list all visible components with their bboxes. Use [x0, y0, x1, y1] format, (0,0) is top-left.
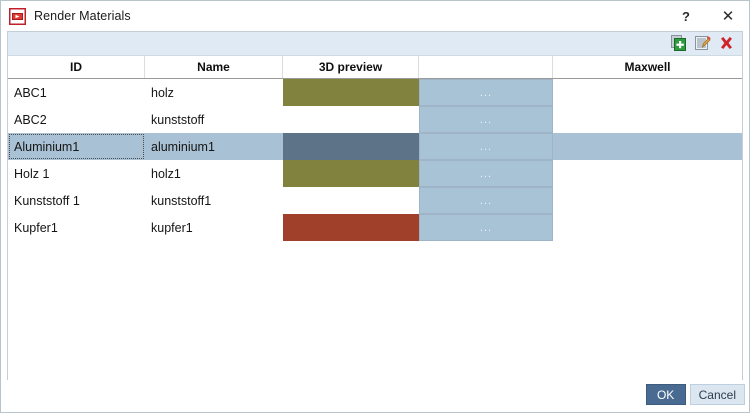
cell-3d-preview	[283, 187, 419, 214]
material-swatch	[283, 160, 419, 187]
cell-action: ...	[419, 106, 553, 133]
material-swatch	[283, 133, 419, 160]
cell-maxwell	[553, 160, 742, 187]
cell-action: ...	[419, 160, 553, 187]
cell-id: Aluminium1	[8, 133, 145, 160]
cell-3d-preview	[283, 106, 419, 133]
delete-material-button[interactable]	[716, 34, 736, 54]
delete-icon	[720, 37, 732, 49]
browse-button[interactable]: ...	[419, 106, 553, 133]
render-materials-icon	[9, 7, 26, 25]
dialog-footer: OK Cancel	[1, 380, 749, 412]
cell-action: ...	[419, 133, 553, 160]
browse-button[interactable]: ...	[419, 133, 553, 160]
cell-3d-preview	[283, 79, 419, 106]
table-row[interactable]: ABC1 holz ...	[8, 79, 742, 106]
cell-name: holz	[151, 85, 174, 100]
close-button[interactable]: ✕	[707, 2, 749, 31]
cell-maxwell	[553, 133, 742, 160]
browse-button[interactable]: ...	[419, 160, 553, 187]
browse-button[interactable]: ...	[419, 79, 553, 106]
material-swatch	[283, 79, 419, 106]
edit-icon	[694, 36, 711, 50]
column-header-id[interactable]: ID	[8, 56, 145, 78]
material-swatch	[283, 187, 419, 214]
cell-3d-preview	[283, 133, 419, 160]
cell-maxwell	[553, 187, 742, 214]
material-swatch	[283, 106, 419, 133]
cell-action: ...	[419, 187, 553, 214]
add-icon	[670, 35, 686, 51]
cell-3d-preview	[283, 214, 419, 241]
cancel-button[interactable]: Cancel	[689, 384, 745, 405]
cell-id: Kupfer1	[14, 220, 58, 235]
edit-material-button[interactable]	[692, 34, 712, 54]
cell-id: ABC2	[14, 112, 47, 127]
cell-3d-preview	[283, 160, 419, 187]
cell-maxwell	[553, 214, 742, 241]
column-header-name[interactable]: Name	[145, 56, 283, 78]
browse-button[interactable]: ...	[419, 214, 553, 241]
cell-id: ABC1	[14, 85, 47, 100]
title-bar: Render Materials ? ✕	[1, 1, 749, 31]
grid-toolbar	[8, 32, 742, 56]
cell-id: Holz 1	[14, 166, 50, 181]
cell-name: kunststoff1	[151, 193, 212, 208]
table-row[interactable]: ABC2 kunststoff ...	[8, 106, 742, 133]
table-row[interactable]: Kupfer1 kupfer1 ...	[8, 214, 742, 241]
cell-maxwell	[553, 79, 742, 106]
grid-body: ABC1 holz ... ABC2 kunststoff ...	[8, 79, 742, 380]
add-material-button[interactable]	[668, 34, 688, 54]
help-button[interactable]: ?	[665, 2, 707, 31]
ok-button[interactable]: OK	[645, 384, 686, 405]
dialog-title: Render Materials	[34, 9, 131, 23]
cell-action: ...	[419, 79, 553, 106]
cell-action: ...	[419, 214, 553, 241]
cell-id: Kunststoff 1	[14, 193, 80, 208]
cell-name: kupfer1	[151, 220, 193, 235]
column-header-3d-preview[interactable]: 3D preview	[283, 56, 419, 78]
grid-header-row: ID Name 3D preview Maxwell	[8, 56, 742, 79]
cell-name: kunststoff	[151, 112, 205, 127]
table-row[interactable]: Kunststoff 1 kunststoff1 ...	[8, 187, 742, 214]
cell-maxwell	[553, 106, 742, 133]
column-header-action[interactable]	[419, 56, 553, 78]
table-row[interactable]: Aluminium1 aluminium1 ...	[8, 133, 742, 160]
browse-button[interactable]: ...	[419, 187, 553, 214]
cell-name: holz1	[151, 166, 181, 181]
cell-name: aluminium1	[151, 139, 215, 154]
column-header-maxwell[interactable]: Maxwell	[624, 60, 671, 74]
content-panel: ID Name 3D preview Maxwell ABC1 holz ...…	[7, 31, 743, 380]
table-row[interactable]: Holz 1 holz1 ...	[8, 160, 742, 187]
material-swatch	[283, 214, 419, 241]
